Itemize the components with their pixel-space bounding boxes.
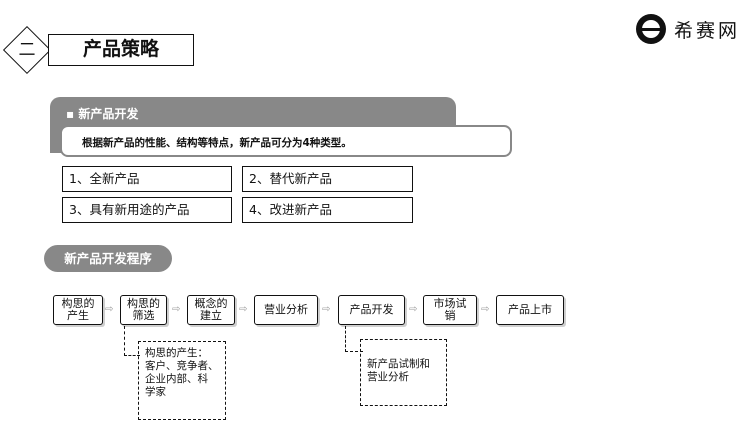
product-type-2: 2、替代新产品 [242,166,413,192]
section-number: 二 [18,40,36,60]
arrow-icon: ⇨ [322,304,331,315]
product-type-3: 3、具有新用途的产品 [62,197,232,223]
arrow-icon: ⇨ [409,304,418,315]
development-description-box [60,125,512,157]
process-heading: 新产品开发程序 [44,245,172,272]
process-step-3: 概念的建立 [187,295,235,325]
note-connector [345,326,363,352]
arrow-icon: ⇨ [239,304,248,315]
development-heading: ▪ 新产品开发 [66,107,139,121]
arrow-icon: ⇨ [172,304,181,315]
product-type-4: 4、改进新产品 [242,197,413,223]
logo-text: 希赛网 [674,20,741,42]
process-step-4: 营业分析 [254,295,318,325]
note-connector [124,326,140,356]
process-step-2: 构思的筛选 [120,295,167,325]
process-step-1: 构思的产生 [53,295,103,325]
logo: 希赛网 [636,12,748,46]
process-step-5: 产品开发 [338,295,405,325]
arrow-icon: ⇨ [105,304,114,315]
process-step-6: 市场试销 [423,295,477,325]
development-description: 根据新产品的性能、结构等特点，新产品可分为4种类型。 [82,137,352,149]
note-idea-generation: 构思的产生： 客户、竞争者、 企业内部、科 学家 [138,341,226,420]
process-step-7: 产品上市 [496,295,564,325]
bullet-icon: ▪ [66,107,79,121]
section-title: 产品策略 [48,34,194,66]
arrow-icon: ⇨ [481,304,490,315]
note-product-development: 新产品试制和 营业分析 [360,339,447,406]
product-type-1: 1、全新产品 [62,166,232,192]
e-circle-logo-icon [636,14,666,44]
